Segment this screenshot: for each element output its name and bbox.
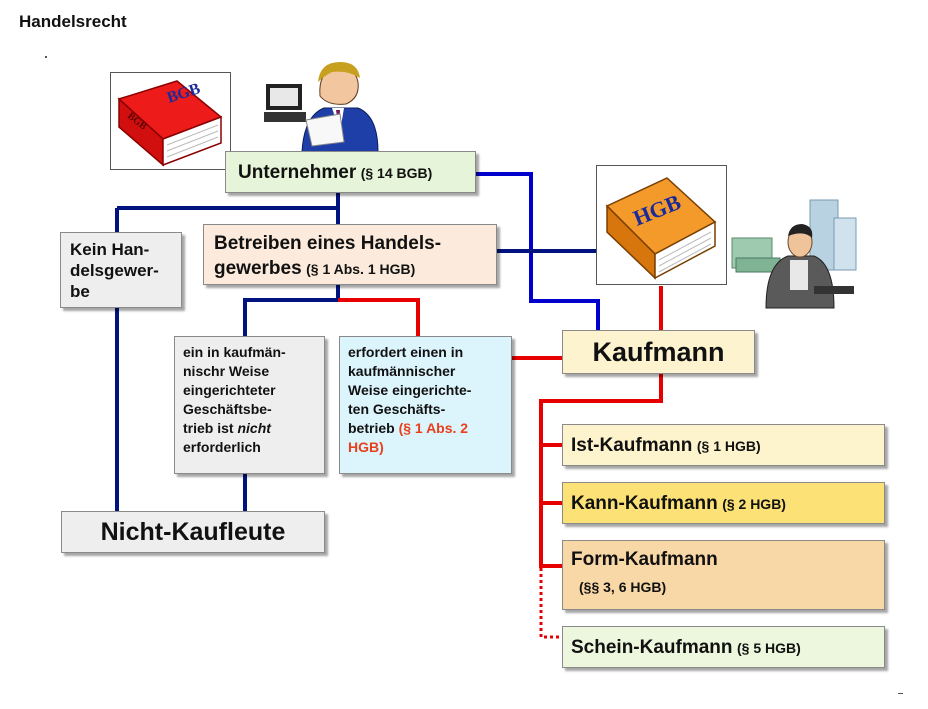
erfordert-line5: betrieb [348,420,395,436]
kein-line1: Kein Han- [70,240,150,259]
unternehmer-ref: (§ 14 BGB) [360,165,433,181]
hgb-book-picture: HGB [596,165,727,285]
nicht-erf-line5: trieb ist [183,420,234,436]
line-blue-unternehmer [476,172,600,330]
ist-kaufmann-box: Ist-Kaufmann (§ 1 HGB) [562,424,885,466]
nicht-erf-line1: ein in kaufmän- [183,344,286,360]
unternehmer-label: Unternehmer [238,162,357,183]
betreiben-ref: (§ 1 Abs. 1 HGB) [306,261,416,277]
nicht-erforderlich-box: ein in kaufmän- nischr Weise eingerichte… [174,336,325,474]
schein-kaufmann-box: Schein-Kaufmann (§ 5 HGB) [562,626,885,668]
line-red-kaufmann-down [539,374,663,568]
erfordert-line4: ten Geschäfts- [348,401,446,417]
line-betreiben-left [243,285,340,336]
nicht-erf-line6: erforderlich [183,439,261,455]
line-red-betreiben [338,298,420,336]
schein-kaufmann-label: Schein-Kaufmann [571,637,733,658]
dot-mark [45,56,47,58]
bgb-book-icon: BGB BGB [117,80,223,167]
erfordert-line3: Weise eingerichte- [348,382,472,398]
unternehmer-box: Unternehmer (§ 14 BGB) [225,151,476,193]
dash-mark [898,693,903,694]
form-kaufmann-label: Form-Kaufmann [571,549,718,570]
businessman-desk-icon [264,62,379,152]
ist-kaufmann-label: Ist-Kaufmann [571,435,693,456]
betreiben-line1: Betreiben eines Handels- [214,233,442,254]
kein-handelsgewerbe-box: Kein Han- delsgewer- be [60,232,182,308]
hgb-book-icon: HGB [605,177,717,280]
kaufmann-box: Kaufmann [562,330,755,374]
businessman-office-icon [731,199,857,309]
kann-kaufmann-ref: (§ 2 HGB) [722,496,786,512]
kann-kaufmann-label: Kann-Kaufmann [571,493,718,514]
nicht-erf-line2: nischr Weise [183,363,270,379]
erfordert-box: erfordert einen in kaufmännischer Weise … [339,336,512,474]
betreiben-box: Betreiben eines Handels- gewerbes (§ 1 A… [203,224,497,285]
form-kaufmann-ref: (§§ 3, 6 HGB) [579,579,667,595]
form-kaufmann-box: Form-Kaufmann (§§ 3, 6 HGB) [562,540,885,610]
nicht-erf-emphasis: nicht [237,420,271,436]
schein-kaufmann-ref: (§ 5 HGB) [736,640,801,656]
kann-kaufmann-box: Kann-Kaufmann (§ 2 HGB) [562,482,885,524]
page-title: Handelsrecht [19,12,127,31]
erfordert-ref2: HGB) [348,439,384,455]
ist-kaufmann-ref: (§ 1 HGB) [696,438,761,454]
bgb-book-picture: BGB BGB [110,72,231,170]
betreiben-line2: gewerbes [214,258,302,279]
nicht-erf-line4: Geschäftsbe- [183,401,272,417]
nicht-kaufleute-label: Nicht-Kaufleute [100,518,286,546]
line-red-schein-dotted [539,568,562,639]
kein-line3: be [70,282,90,301]
erfordert-line2: kaufmännischer [348,363,456,379]
kaufmann-label: Kaufmann [592,337,725,367]
nicht-kaufleute-box: Nicht-Kaufleute [61,511,325,553]
kein-line2: delsgewer- [70,261,159,280]
erfordert-line1: erfordert einen in [348,344,464,360]
erfordert-ref1: (§ 1 Abs. 2 [398,420,469,436]
nicht-erf-line3: eingerichteter [183,382,276,398]
